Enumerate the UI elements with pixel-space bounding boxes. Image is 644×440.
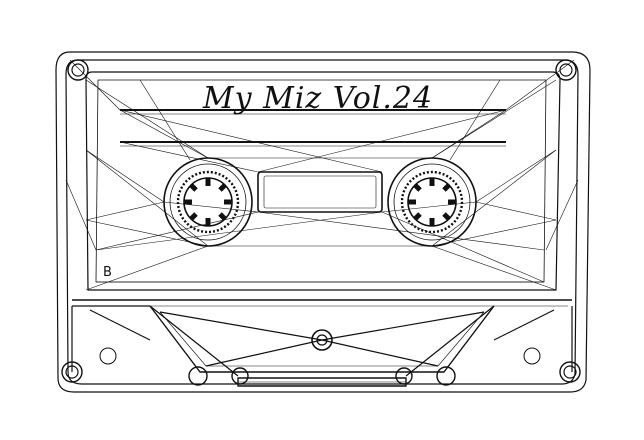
- tape-window: [257, 171, 383, 213]
- cassette-outer-shell: [55, 51, 591, 393]
- corner-screws: [61, 59, 581, 383]
- cassette-inner-shell: [65, 59, 579, 385]
- right-reel: [387, 157, 477, 247]
- tape-guard: [71, 299, 573, 377]
- side-marker: B: [103, 265, 112, 280]
- bottom-rollers: [188, 366, 456, 387]
- label-title: My Miz Vol.24: [202, 81, 433, 116]
- right-hole: [523, 347, 541, 365]
- left-reel: [163, 157, 253, 247]
- wireframe-mesh: [65, 59, 579, 291]
- left-hole: [99, 347, 117, 365]
